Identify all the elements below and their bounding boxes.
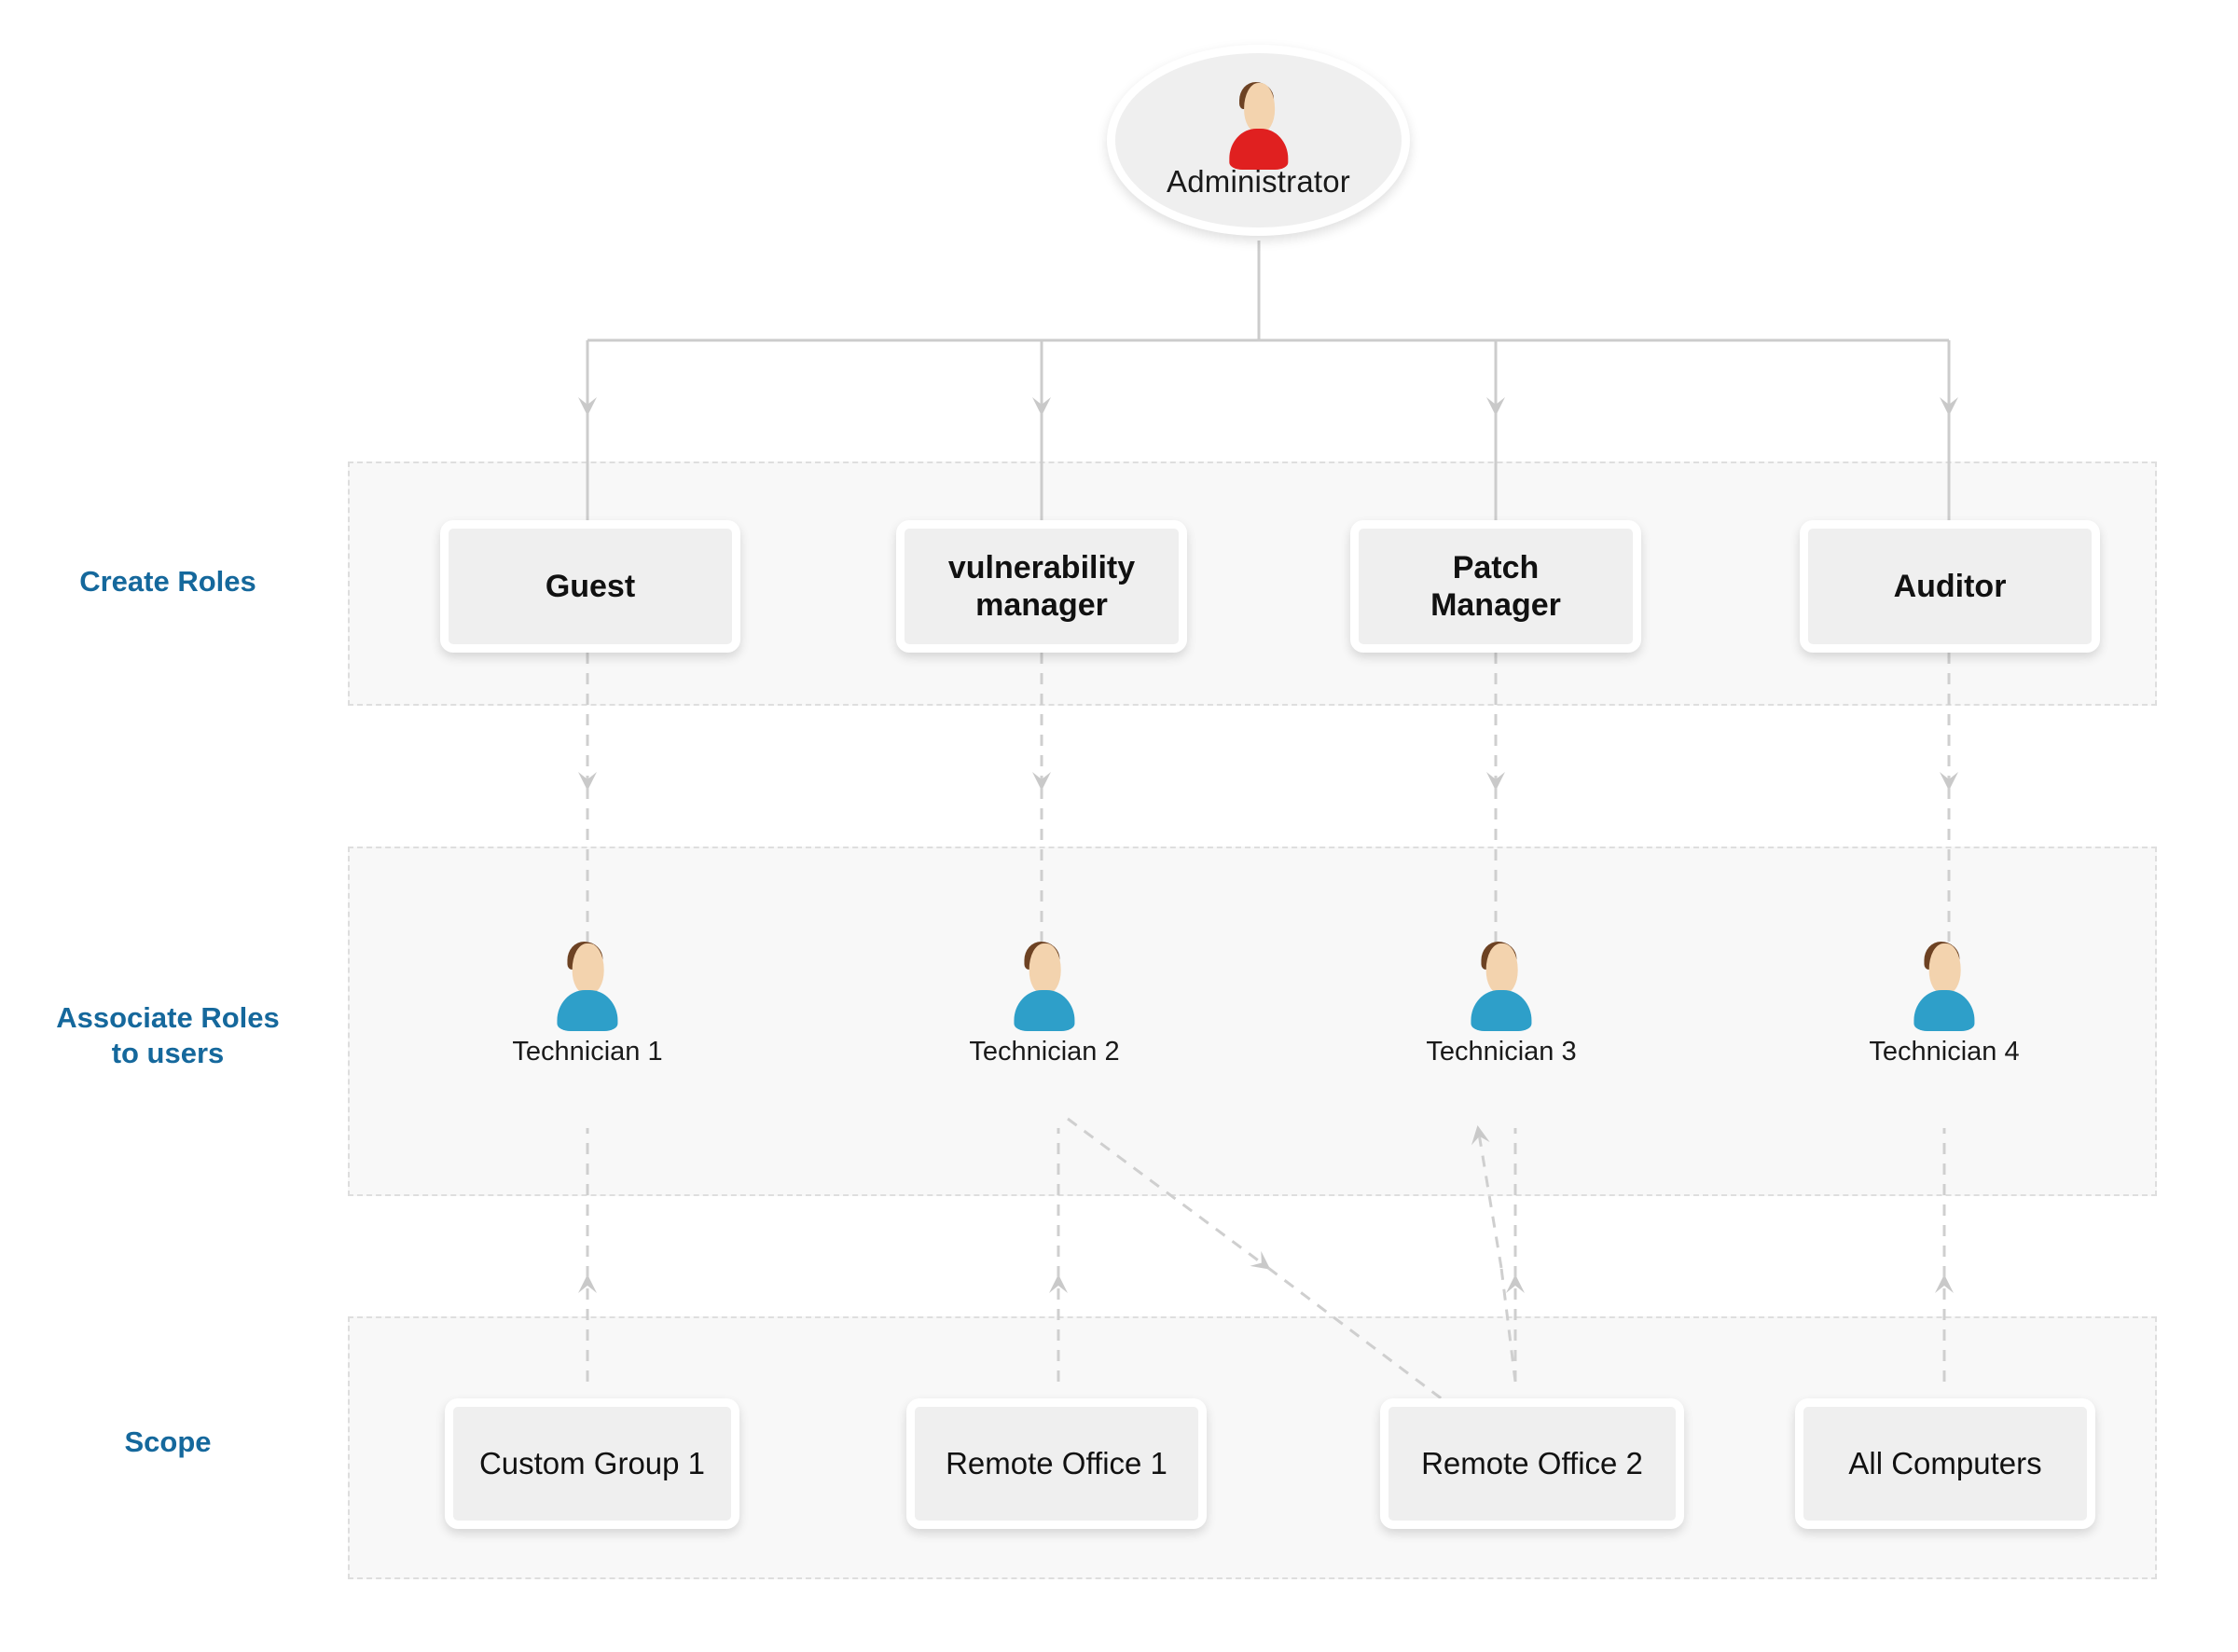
node-scope-all-computers[interactable]: All Computers — [1795, 1398, 2095, 1529]
person-blue-icon — [553, 942, 622, 1031]
person-blue-icon — [1010, 942, 1079, 1031]
user-label: Technician 4 — [1869, 1037, 2020, 1067]
node-user-technician-1[interactable]: Technician 1 — [494, 942, 681, 1067]
user-label: Technician 3 — [1426, 1037, 1577, 1067]
node-role-auditor[interactable]: Auditor — [1800, 520, 2100, 653]
stage-label-scope: Scope — [124, 1425, 212, 1458]
node-user-technician-3[interactable]: Technician 3 — [1408, 942, 1595, 1067]
node-administrator[interactable]: Administrator — [1107, 45, 1410, 236]
node-scope-custom-group-1[interactable]: Custom Group 1 — [445, 1398, 739, 1529]
stage-label-create-roles: Create Roles — [79, 565, 256, 598]
node-role-vulnerability-manager[interactable]: vulnerability manager — [896, 520, 1187, 653]
node-user-technician-4[interactable]: Technician 4 — [1851, 942, 2038, 1067]
node-scope-remote-office-2[interactable]: Remote Office 2 — [1380, 1398, 1684, 1529]
node-user-technician-2[interactable]: Technician 2 — [951, 942, 1138, 1067]
node-role-patch-manager[interactable]: Patch Manager — [1350, 520, 1641, 653]
user-label: Technician 2 — [969, 1037, 1120, 1067]
person-blue-icon — [1910, 942, 1979, 1031]
administrator-label: Administrator — [1167, 163, 1350, 199]
node-scope-remote-office-1[interactable]: Remote Office 1 — [906, 1398, 1207, 1529]
person-red-icon — [1225, 81, 1292, 170]
person-blue-icon — [1467, 942, 1536, 1031]
stage-label-associate-roles: Associate Roles to users — [56, 1001, 280, 1069]
user-label: Technician 1 — [512, 1037, 663, 1067]
node-role-guest[interactable]: Guest — [440, 520, 740, 653]
